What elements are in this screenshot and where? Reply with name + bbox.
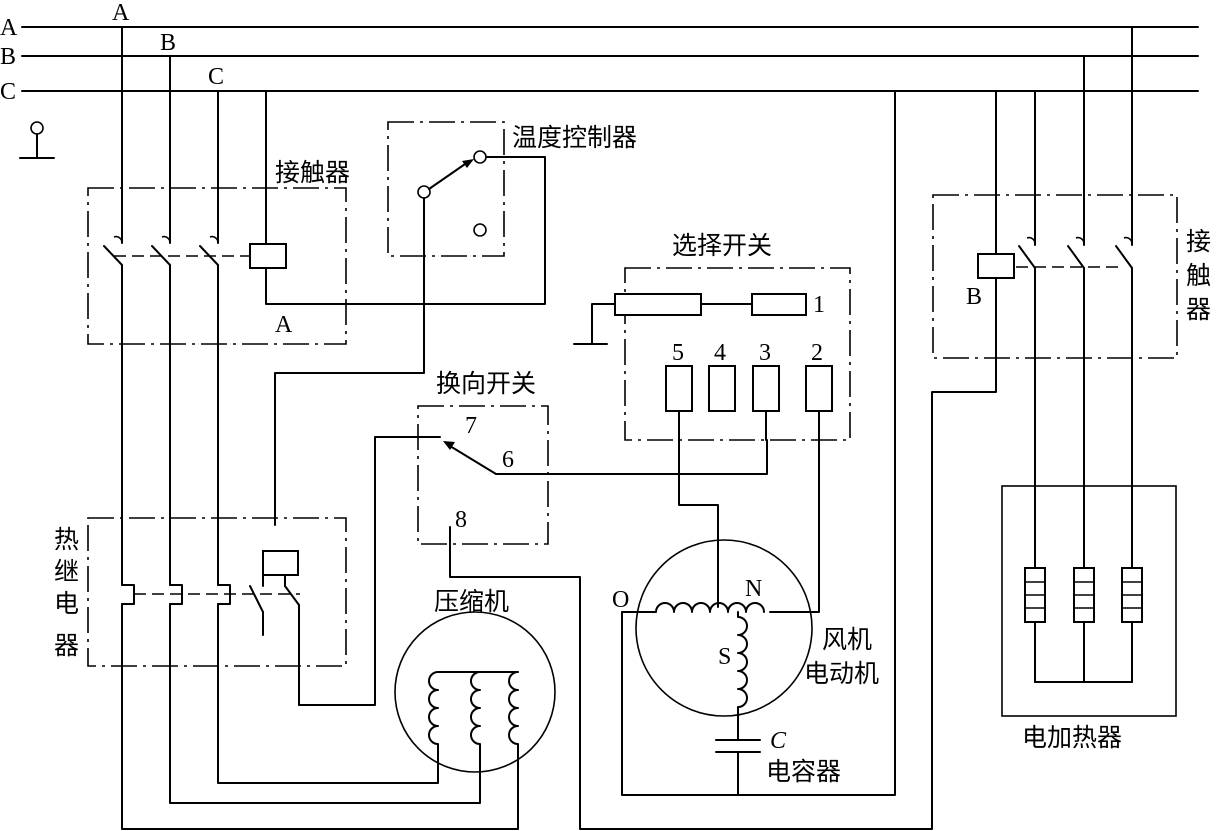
- thermal-relay-label-4: 器: [54, 631, 79, 660]
- thermal-relay-label-2: 继: [54, 557, 79, 586]
- fan-motor-label-line1: 风机: [822, 625, 872, 654]
- temp-controller-switch: [274, 150, 487, 526]
- contactor-left-coil-tag: A: [275, 312, 293, 338]
- fan-motor-windings: [621, 90, 896, 796]
- temp-controller-frame: [387, 121, 505, 257]
- electric-heater-label: 电加热器: [1022, 723, 1122, 752]
- capacitor-symbol-label: C: [770, 728, 787, 754]
- selector-terminal-3: 3: [759, 340, 771, 366]
- compressor-label: 压缩机: [434, 587, 509, 616]
- bus-label-b: B: [0, 44, 16, 70]
- fan-motor-label-line2: 电动机: [804, 659, 879, 688]
- tap-label-a: A: [112, 0, 130, 26]
- compressor-windings: [428, 671, 519, 753]
- capacitor-label: 电容器: [766, 757, 841, 786]
- reversing-switch-label: 换向开关: [436, 369, 536, 398]
- selector-switch-label: 选择开关: [672, 231, 772, 260]
- bus-lines: [21, 26, 1199, 92]
- phase-wires-left: [121, 26, 546, 830]
- contactor-left-label: 接触器: [275, 158, 350, 187]
- thermal-relay-label-1: 热: [54, 525, 79, 554]
- electric-heater-elements: [1024, 567, 1143, 683]
- reversing-terminal-6: 6: [502, 447, 514, 473]
- fan-motor-housing: [635, 539, 813, 717]
- reversing-terminal-7: 7: [465, 413, 477, 439]
- contactor-left-frame: [87, 187, 347, 345]
- fan-motor-terminal-n: N: [745, 576, 762, 602]
- compressor-housing: [394, 611, 556, 773]
- reversing-terminal-8: 8: [455, 507, 467, 533]
- selector-terminal-1: 1: [813, 292, 825, 318]
- contactor-right-contacts: [1018, 236, 1133, 569]
- selector-terminal-5: 5: [672, 340, 684, 366]
- bus-label-a: A: [0, 15, 18, 41]
- reversing-switch-arm: [443, 277, 997, 830]
- thermal-relay-label-3: 电: [54, 589, 79, 618]
- contactor-right-coil: [977, 253, 1015, 279]
- temp-controller-label: 温度控制器: [512, 123, 637, 152]
- contactor-left-coil: [249, 243, 287, 269]
- capacitor-symbol: [715, 739, 761, 796]
- contactor-right-label-3: 器: [1186, 295, 1211, 324]
- electric-heater-frame: [1001, 485, 1177, 717]
- selector-switch-contacts: [665, 365, 833, 613]
- contactor-right-frame: [932, 194, 1178, 359]
- thermal-relay-coil: [262, 550, 299, 576]
- selector-switch-resistors: [573, 293, 807, 345]
- thermal-relay-frame: [87, 517, 347, 667]
- thermal-relay-contacts: [249, 436, 441, 706]
- contactor-right-coil-tag: B: [966, 284, 982, 310]
- contactor-right-label-1: 接: [1186, 227, 1211, 256]
- selector-terminal-4: 4: [714, 340, 726, 366]
- bus-label-c: C: [0, 79, 16, 105]
- tap-label-c: C: [208, 64, 224, 90]
- tap-label-b: B: [160, 30, 176, 56]
- thermal-relay-heaters: [121, 584, 300, 605]
- selector-terminal-2: 2: [811, 340, 823, 366]
- fan-motor-terminal-s: S: [718, 644, 731, 670]
- ground-symbol: [19, 121, 55, 159]
- selector-switch-frame: [624, 267, 851, 441]
- contactor-right-label-2: 触: [1186, 261, 1211, 290]
- fan-motor-terminal-o: O: [612, 587, 629, 613]
- contactor-right-wires: [995, 26, 1133, 268]
- contactor-left-contacts: [103, 235, 250, 266]
